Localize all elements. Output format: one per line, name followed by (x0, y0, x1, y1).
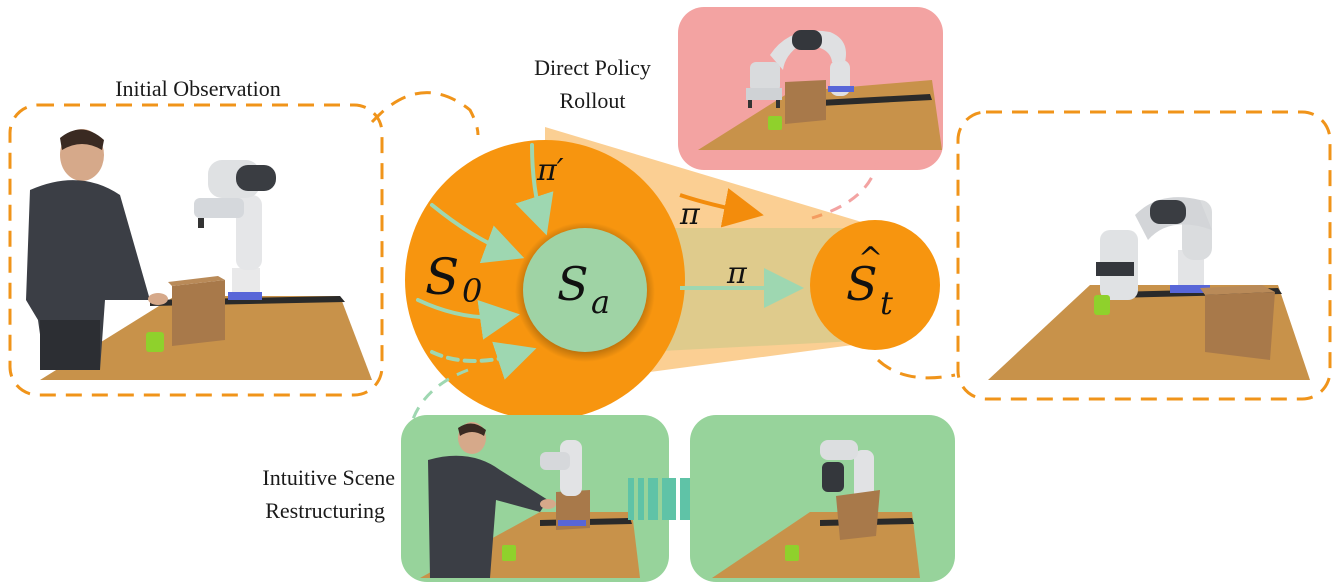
pi-mid-label: π (726, 256, 748, 291)
observation-connector (370, 91, 480, 136)
funnel-arrows (416, 143, 554, 380)
scene-restructuring-label-line1: Intuitive Scene (262, 465, 395, 490)
final-scene-image (988, 197, 1310, 380)
result-connector (876, 358, 956, 380)
st-region-circle (810, 220, 940, 350)
s0-label: S (425, 248, 459, 306)
sa-region-circle (523, 228, 647, 352)
direct-policy-label-line2: Rollout (559, 88, 626, 113)
final-state-panel (956, 110, 1332, 401)
initial-scene-image (26, 129, 372, 380)
st-subscript: t (880, 284, 893, 322)
initial-observation-panel (8, 103, 384, 397)
policy-arrow-top (679, 188, 764, 228)
direct-policy-label-line1: Direct Policy (534, 55, 651, 80)
rollout-connector (811, 157, 880, 220)
st-label: S (846, 257, 878, 311)
direct-policy-scene-image (698, 30, 942, 150)
st-hat: ^ (858, 241, 883, 276)
sa-label: S (557, 257, 589, 311)
initial-observation-label: Initial Observation (115, 76, 281, 101)
direct-policy-panel (678, 7, 943, 170)
pi-prime-label: π′ (536, 153, 564, 188)
restructuring-panel-before (401, 415, 669, 582)
sa-subscript: a (591, 283, 610, 321)
s0-subscript: 0 (462, 272, 482, 310)
scene-restructuring-label-line2: Restructuring (265, 498, 385, 523)
restructuring-panel-after (690, 415, 955, 582)
pi-top-label: π (679, 197, 701, 232)
